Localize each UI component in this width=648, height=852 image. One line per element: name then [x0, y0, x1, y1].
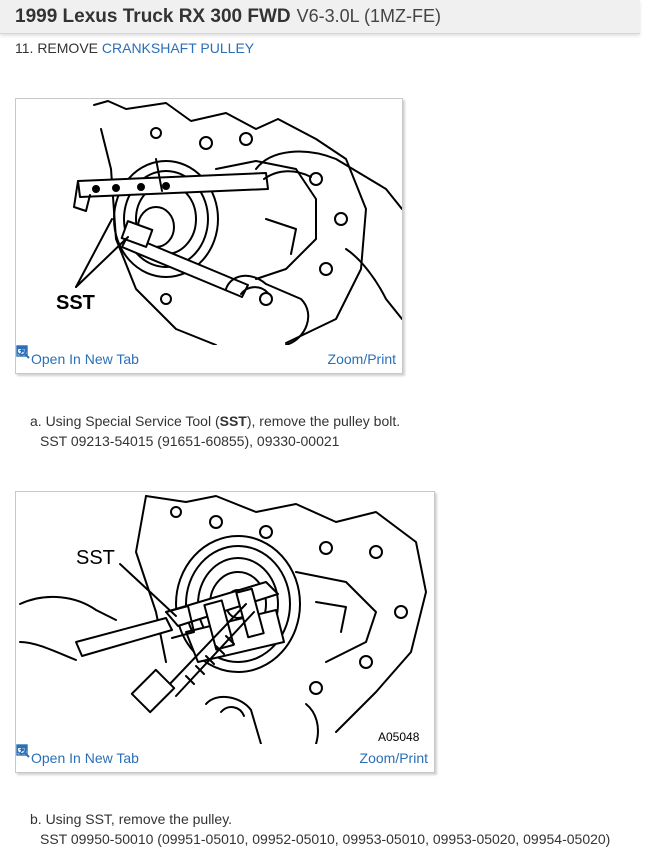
- step-number: 11. REMOVE: [15, 40, 98, 56]
- step-a-text: a. Using Special Service Tool (SST), rem…: [30, 411, 400, 451]
- zoom-print-label: Zoom/Print: [327, 351, 396, 367]
- open-in-new-tab-button[interactable]: Open In New Tab: [16, 744, 139, 766]
- figure-code: A05048: [378, 730, 420, 744]
- engine-spec: V6-3.0L (1MZ-FE): [296, 6, 441, 26]
- open-in-new-tab-label: Open In New Tab: [31, 750, 139, 766]
- zoom-print-button[interactable]: Zoom/Print: [16, 345, 396, 367]
- figure-toolbar: Open In New Tab Zoom/Print: [16, 345, 402, 373]
- open-in-new-tab-label: Open In New Tab: [31, 351, 139, 367]
- vehicle-title: 1999 Lexus Truck RX 300 FWD: [15, 5, 291, 27]
- step-b-text: b. Using SST, remove the pulley. SST 099…: [30, 809, 610, 849]
- step-a-instruction: a. Using Special Service Tool (SST), rem…: [30, 413, 401, 429]
- page-header: 1999 Lexus Truck RX 300 FWD V6-3.0L (1MZ…: [0, 0, 640, 34]
- pulley-bolt-illustration: SST: [56, 100, 402, 345]
- crankshaft-pulley-link[interactable]: CRANKSHAFT PULLEY: [101, 40, 255, 56]
- step-a-tools: SST 09213-54015 (91651-60855), 09330-000…: [40, 433, 340, 449]
- zoom-print-label: Zoom/Print: [359, 750, 428, 766]
- figure-toolbar: Open In New Tab Zoom/Print: [16, 744, 434, 772]
- sst-term: SST: [219, 413, 247, 429]
- pulley-removal-illustration: SST A05048: [19, 495, 427, 744]
- figure-remove-pulley-bolt: SST Open In New Tab Zoom/Print: [15, 98, 403, 374]
- figure-callout-sst: SST: [76, 547, 115, 569]
- open-in-new-tab-button[interactable]: Open In New Tab: [16, 345, 139, 367]
- step-b-instruction: b. Using SST, remove the pulley.: [30, 811, 233, 827]
- zoom-print-button[interactable]: Zoom/Print: [16, 744, 428, 766]
- step-b-tools: SST 09950-50010 (09951-05010, 09952-0501…: [40, 831, 611, 847]
- figure-remove-pulley: SST A05048 Open In New Tab Zoom/Print: [15, 491, 435, 773]
- step-heading: 11. REMOVE CRANKSHAFT PULLEY: [15, 40, 254, 56]
- figure-callout-sst: SST: [56, 292, 95, 314]
